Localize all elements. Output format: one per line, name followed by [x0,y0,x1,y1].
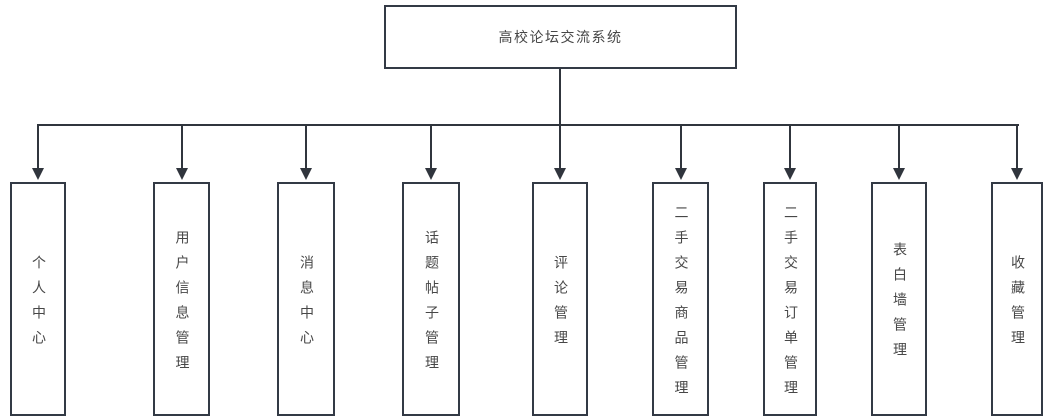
child-node-label: 消息中心 [298,254,314,355]
child-node: 二手交易商品管理 [652,182,709,416]
branch-connector [180,126,183,168]
horizontal-connector [37,124,1019,126]
child-node: 表白墙管理 [871,182,927,416]
arrow-down-icon [1011,168,1023,180]
child-node-label: 话题帖子管理 [423,229,439,380]
child-node-label: 评论管理 [552,254,568,355]
child-node-label: 用户信息管理 [173,229,190,380]
child-node-label: 个人中心 [30,254,46,355]
arrow-down-icon [175,168,188,180]
branch-connector [898,126,900,168]
child-node-label: 表白墙管理 [891,242,907,367]
child-node: 收藏管理 [991,182,1043,416]
child-node: 话题帖子管理 [402,182,460,416]
child-node-label: 二手交易订单管理 [782,204,798,405]
root-node-label: 高校论坛交流系统 [498,30,623,46]
branch-connector [1016,126,1018,168]
branch-connector [430,126,432,168]
child-node: 消息中心 [277,182,335,416]
arrow-down-icon [425,168,437,180]
child-node-label: 收藏管理 [1009,254,1025,355]
branch-connector [789,126,791,168]
child-node: 个人中心 [10,182,66,416]
arrow-down-icon [784,168,796,180]
root-node: 高校论坛交流系统 [384,5,737,69]
branch-connector [679,126,682,168]
arrow-down-icon [554,168,566,180]
arrow-down-icon [32,168,44,180]
child-node: 评论管理 [532,182,588,416]
branch-connector [305,126,307,168]
trunk-connector [559,69,561,126]
arrow-down-icon [674,168,687,180]
arrow-down-icon [893,168,905,180]
arrow-down-icon [300,168,312,180]
child-node-label: 二手交易商品管理 [672,204,689,405]
child-node: 二手交易订单管理 [763,182,817,416]
branch-connector [37,126,39,168]
branch-connector [559,126,561,168]
child-node: 用户信息管理 [153,182,210,416]
